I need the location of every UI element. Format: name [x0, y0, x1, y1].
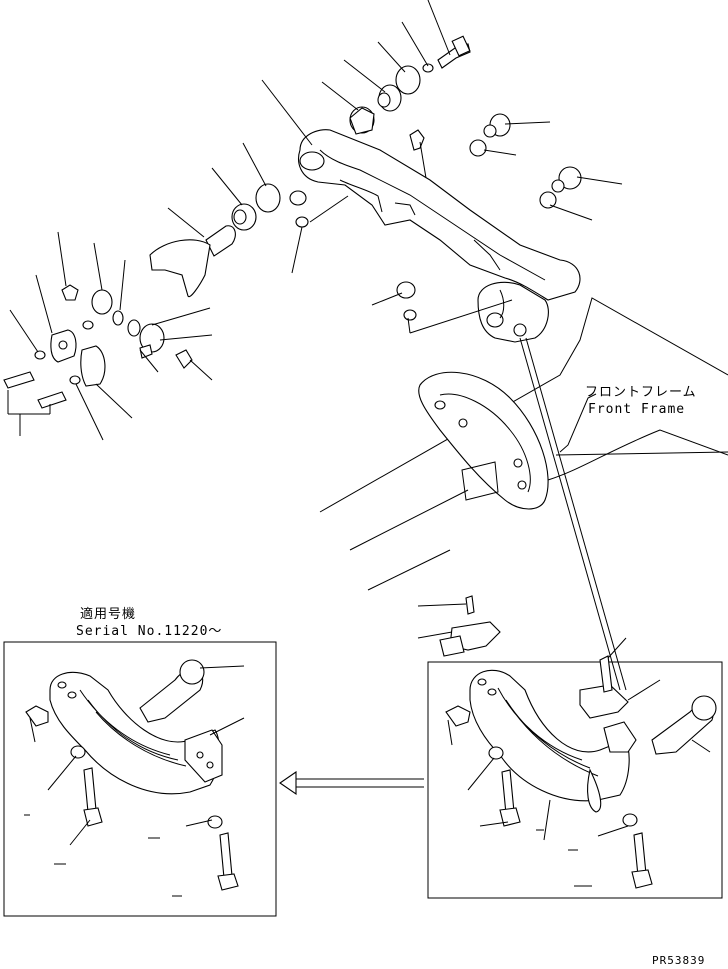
bolt-top: [437, 35, 471, 69]
washer-small: [422, 63, 434, 73]
current-variant-parts: [439, 595, 717, 889]
applicable-label-jp: 適用号機: [80, 607, 137, 622]
left-bearing-cluster: [3, 284, 193, 409]
front-frame: [319, 297, 728, 691]
leader-lines-right-box: [417, 603, 711, 887]
left-arrow-icon: [279, 770, 424, 796]
bushing-stack: [349, 65, 421, 135]
grease-fitting: [409, 129, 425, 151]
right-bushings: [469, 113, 582, 209]
arm-bore-left: [299, 151, 325, 171]
serial-number-label: Serial No.11220～: [76, 624, 223, 639]
drive-shaft-yoke: [149, 225, 236, 298]
current-variant-box: [427, 661, 723, 899]
front-frame-label-en: Front Frame: [588, 402, 686, 417]
drawing-number: PR53839: [652, 954, 706, 967]
leader-lines-top: [7, 0, 623, 441]
serial-variant-parts: [25, 659, 239, 891]
frame-flange: [418, 371, 549, 510]
front-frame-label-jp: フロントフレーム: [585, 385, 697, 400]
upper-assembly: [3, 0, 623, 441]
serial-variant-box: [3, 641, 277, 917]
leader-lines-left-box: [24, 665, 245, 897]
